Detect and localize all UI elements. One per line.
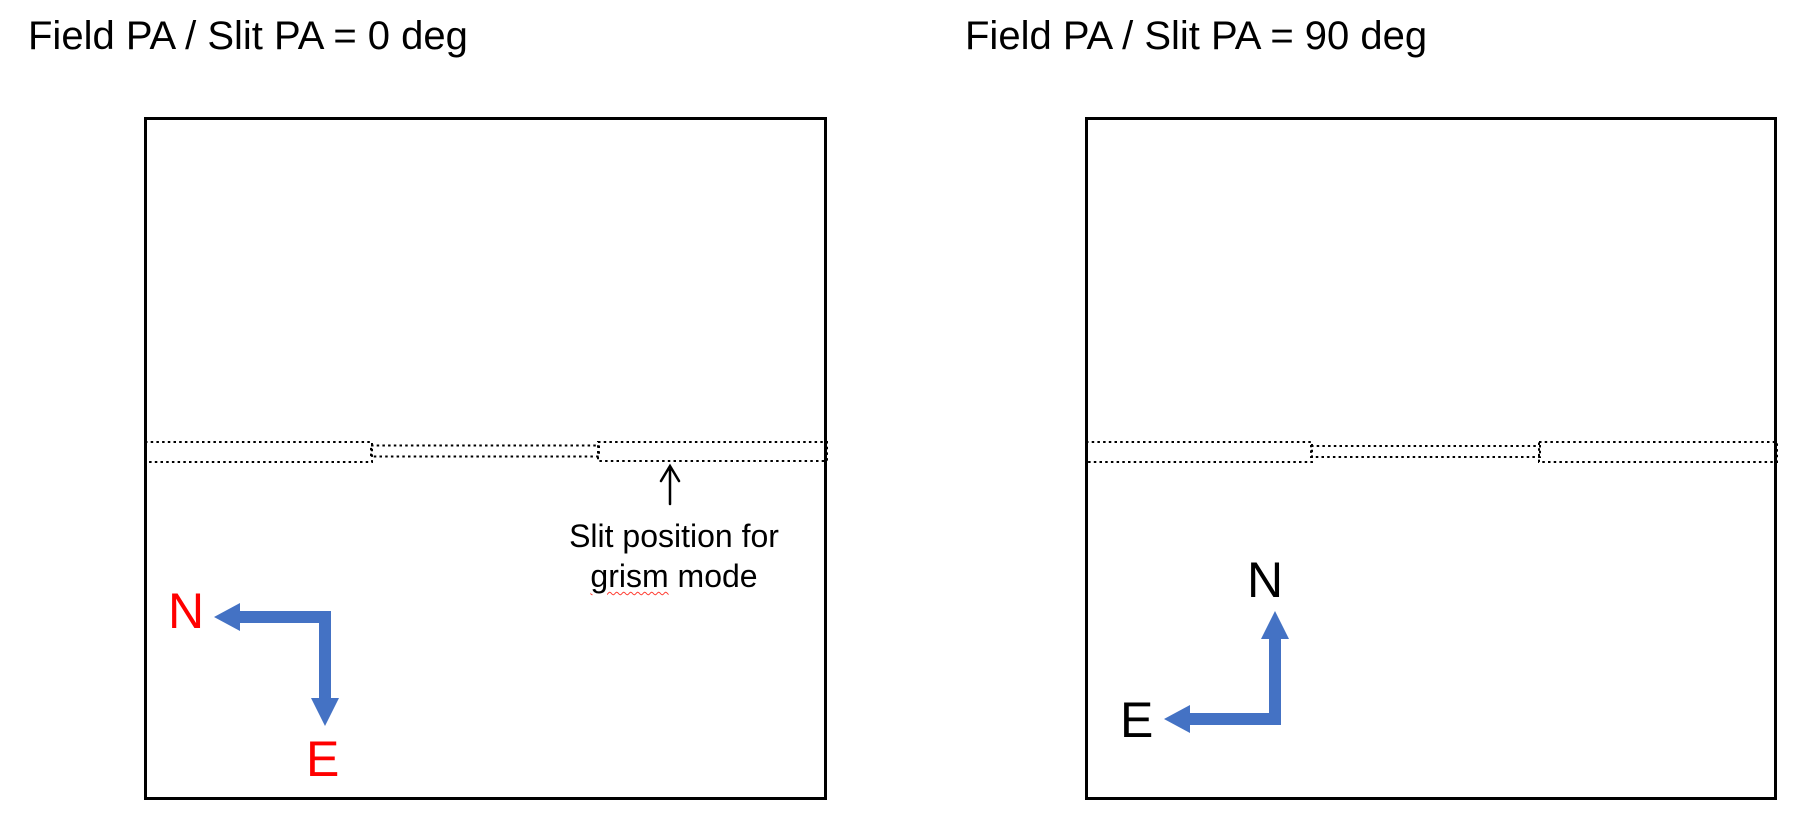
slit-annotation: Slit position for grism mode: [542, 516, 806, 596]
left-panel-title: Field PA / Slit PA = 0 deg: [28, 14, 468, 58]
slit-annotation-line2: grism mode: [542, 556, 806, 596]
left-compass-north-label: N: [168, 583, 205, 639]
right-compass-east-label: E: [1120, 692, 1154, 748]
left-field-box: [144, 117, 827, 800]
slit-annotation-mode-word: mode: [668, 558, 758, 594]
slit-annotation-grism-word: grism: [590, 558, 669, 594]
right-panel-title: Field PA / Slit PA = 90 deg: [965, 14, 1428, 58]
right-compass-north-label: N: [1247, 552, 1284, 608]
slit-annotation-line1: Slit position for: [569, 518, 779, 554]
right-field-box: [1085, 117, 1777, 800]
left-compass-east-label: E: [306, 731, 340, 787]
